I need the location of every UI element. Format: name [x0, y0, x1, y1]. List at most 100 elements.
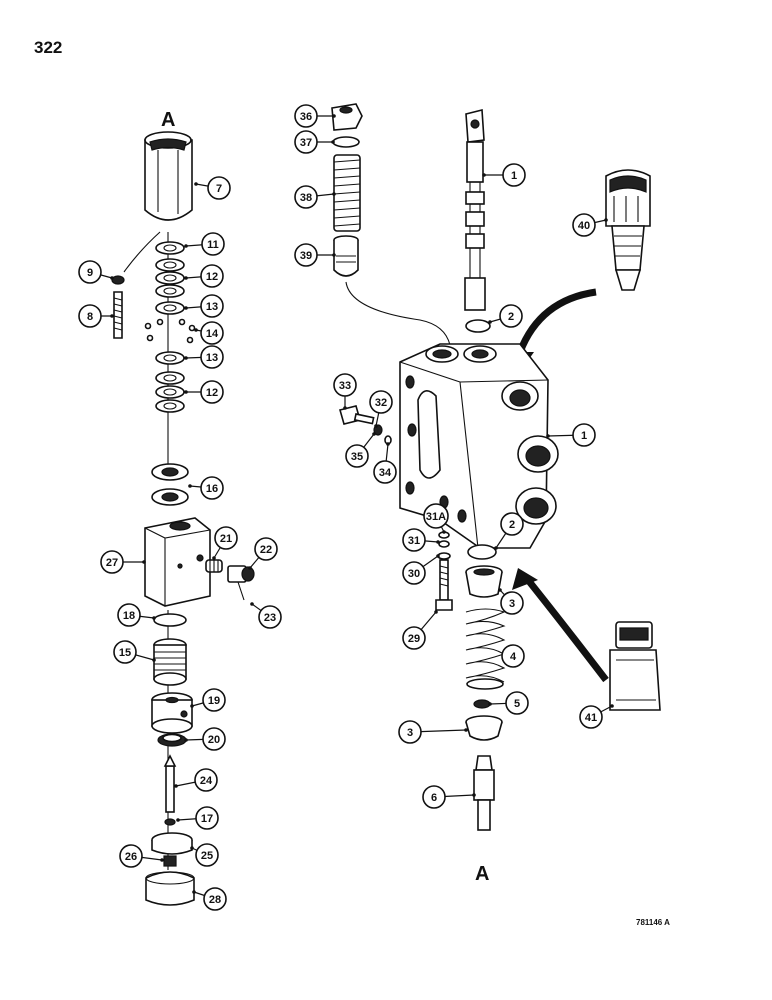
callout-pointer — [248, 566, 252, 570]
callout-label: 16 — [206, 483, 218, 495]
callout-label: 27 — [106, 557, 118, 569]
callout-pointer — [436, 540, 440, 544]
callout-label: 4 — [510, 651, 517, 663]
callout-label: 24 — [200, 775, 213, 787]
part-seat-3-lower — [465, 715, 503, 741]
callout-bubble — [195, 843, 219, 867]
callout-label: 30 — [408, 568, 420, 580]
callout-bubble — [119, 844, 143, 868]
callout-label: 3 — [407, 727, 413, 739]
arrow-to-port-upper — [516, 288, 597, 354]
callout-label: 2 — [509, 519, 515, 531]
callout-bubble — [258, 605, 282, 629]
page-number: 322 — [34, 38, 63, 57]
callout-pointer — [436, 554, 440, 558]
part-retainer-15 — [153, 638, 187, 686]
callout-pointer — [464, 728, 468, 732]
callout-6: 6 — [422, 785, 476, 809]
callout-28: 28 — [192, 887, 227, 911]
callout-12: 12 — [184, 380, 224, 404]
callout-label: 36 — [300, 111, 312, 123]
callout-bubble — [78, 304, 102, 328]
callout-bubble — [200, 294, 224, 318]
part-relief-valve-40 — [605, 169, 651, 291]
callout-pointer — [110, 276, 114, 280]
callout-label: 3 — [509, 598, 515, 610]
callout-pointer — [472, 793, 476, 797]
callout-pointer — [188, 484, 192, 488]
callout-32: 32 — [369, 390, 393, 428]
callout-bubble — [579, 705, 603, 729]
callout-9: 9 — [78, 260, 114, 284]
part-oring-2-bottom — [467, 544, 497, 560]
callout-pointer — [184, 390, 188, 394]
callout-pointer — [176, 818, 180, 822]
callout-14: 14 — [194, 321, 224, 345]
callout-bubble — [398, 720, 422, 744]
callout-bubble — [373, 460, 397, 484]
callout-label: 31 — [408, 535, 420, 547]
callout-23: 23 — [250, 602, 282, 629]
callout-bubble — [333, 373, 357, 397]
callout-label: 23 — [264, 612, 276, 624]
callout-bubble — [214, 526, 238, 550]
callout-bubble — [202, 688, 226, 712]
part-body-27 — [144, 517, 211, 607]
callout-pointer — [174, 784, 178, 788]
callout-label: 35 — [351, 451, 363, 463]
callout-33: 33 — [333, 373, 357, 410]
callout-31: 31 — [402, 528, 440, 552]
callout-label: 14 — [206, 328, 219, 340]
callout-pointer — [194, 182, 198, 186]
callout-label: 25 — [201, 850, 213, 862]
callout-pointer — [488, 320, 492, 324]
part-screw-29-30 — [435, 552, 453, 611]
callout-pointer — [386, 442, 390, 446]
part-valve-body-1 — [399, 343, 559, 549]
callout-label: 15 — [119, 647, 131, 659]
callout-bubble — [423, 503, 449, 529]
callout-pointer — [184, 306, 188, 310]
callout-label: 31A — [426, 511, 446, 523]
part-orings-31 — [438, 531, 450, 548]
callout-pointer — [332, 253, 336, 257]
callout-4: 4 — [501, 644, 525, 668]
callout-pointer — [194, 328, 198, 332]
callout-bubble — [500, 591, 524, 615]
callout-label: 7 — [216, 183, 222, 195]
part-cap-28 — [145, 871, 195, 906]
callout-bubble — [100, 550, 124, 574]
callout-1: 1 — [546, 423, 596, 447]
callout-label: 12 — [206, 387, 218, 399]
callout-bubble — [113, 640, 137, 664]
callout-bubble — [572, 423, 596, 447]
part-sleeve-7 — [144, 131, 193, 221]
callout-bubble — [194, 768, 218, 792]
callout-35: 35 — [345, 432, 376, 468]
callout-pointer — [152, 616, 156, 620]
callout-16: 16 — [188, 476, 224, 500]
callout-7: 7 — [194, 176, 231, 200]
callout-2: 2 — [494, 512, 524, 550]
callout-17: 17 — [176, 806, 219, 830]
part-spring-38 — [333, 154, 361, 232]
callout-bubble — [202, 727, 226, 751]
callout-label: 34 — [379, 467, 392, 479]
callout-label: 41 — [585, 712, 597, 724]
figure-reference-code: 781146 A — [636, 918, 670, 927]
callout-pointer — [142, 560, 146, 564]
callout-pointer — [546, 434, 550, 438]
callout-label: 18 — [123, 610, 135, 622]
callout-label: 5 — [514, 698, 520, 710]
callout-bubble — [200, 476, 224, 500]
callout-bubble — [201, 232, 225, 256]
callout-34: 34 — [373, 442, 397, 484]
callout-bubble — [200, 321, 224, 345]
callout-bubble — [402, 528, 426, 552]
part-spool-1 — [464, 108, 486, 311]
callout-36: 36 — [294, 104, 336, 128]
callout-bubble — [500, 512, 524, 536]
callout-pointer — [331, 140, 335, 144]
callout-label: 22 — [260, 544, 272, 556]
